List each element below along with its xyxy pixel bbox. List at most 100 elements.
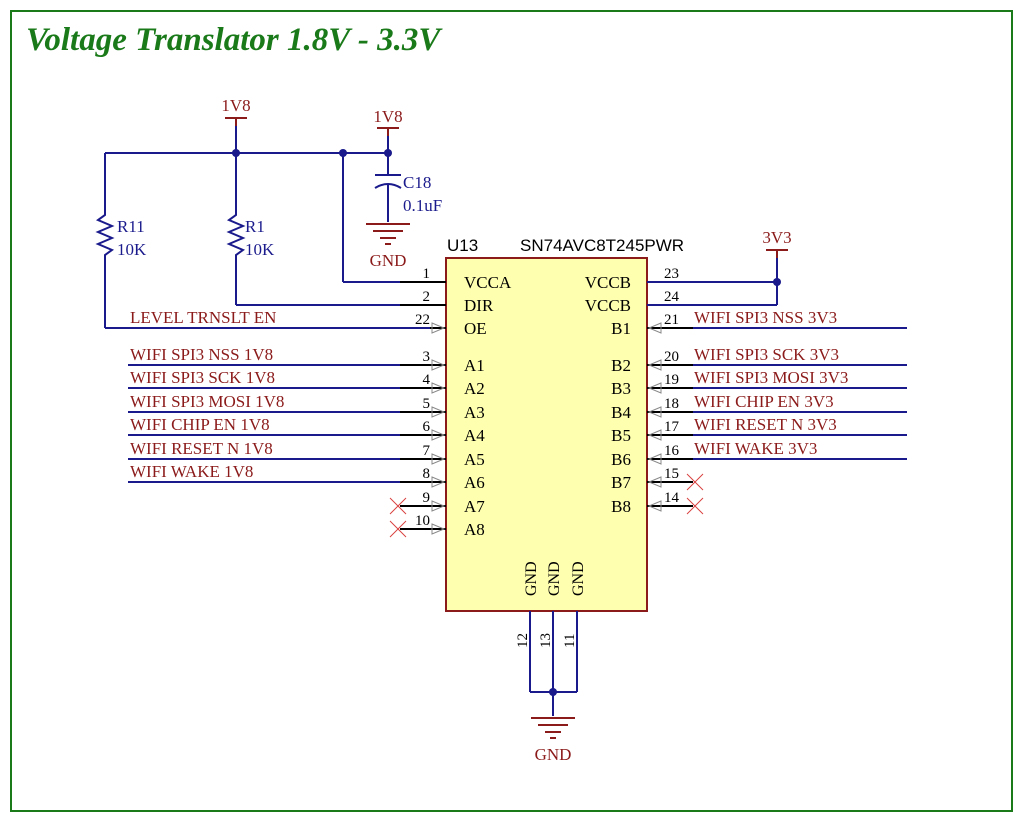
pin-name: OE [464,319,487,338]
net-label: WIFI SPI3 MOSI 3V3 [694,368,848,387]
pin-number: 18 [664,396,679,412]
svg-text:C18: C18 [403,173,431,192]
pin-number: 2 [423,289,431,305]
svg-text:10K: 10K [117,240,147,259]
net-label: WIFI WAKE 1V8 [130,462,253,481]
pin-number: 10 [415,513,430,529]
pin-number: 12 [515,633,531,648]
pin-name: A6 [464,473,485,492]
pin-name: GND [523,561,540,596]
net-label: WIFI CHIP EN 3V3 [694,392,834,411]
pin-number: 20 [664,349,679,365]
pin-name: A3 [464,403,485,422]
sheet-frame [10,10,1013,812]
svg-text:GND: GND [535,745,572,764]
ic-pin-a6: 8 A6 WIFI WAKE 1V8 [128,462,485,492]
net-label: WIFI WAKE 3V3 [694,439,817,458]
pin-name: A5 [464,450,485,469]
pin-number: 14 [664,490,680,506]
pin-number: 3 [423,349,431,365]
svg-text:10K: 10K [245,240,275,259]
resistor-r1: R1 10K [226,210,275,262]
ic-pin-gnd-13: GND 13 [538,561,563,692]
ic-pin-a1: 3 A1 WIFI SPI3 NSS 1V8 [128,345,485,375]
pin-number: 6 [423,419,431,435]
pin-number: 24 [664,289,680,305]
svg-text:GND: GND [370,251,407,270]
pin-number: 8 [423,466,431,482]
pin-name: A4 [464,426,485,445]
ic-pin-b7-15: 15 B7 [611,466,704,492]
pin-number: 23 [664,266,679,282]
pin-number: 19 [664,372,679,388]
ic-pin-oe: 22 OE LEVEL TRNSLT EN [130,308,487,338]
pin-number: 11 [562,634,578,648]
svg-text:3V3: 3V3 [762,228,791,247]
ground-symbol-ic: GND [531,717,575,764]
pin-number: 5 [423,396,431,412]
pin-name: B3 [611,379,631,398]
ic-gnd-pins: GND 12 GND 13 GND 11 [515,561,587,692]
power-flag-1v8-left: 1V8 [221,96,251,126]
pin-name: B6 [611,450,631,469]
pin-number: 9 [423,490,431,506]
pin-name: A1 [464,356,485,375]
svg-text:1V8: 1V8 [221,96,250,115]
pin-name: VCCB [585,296,631,315]
pin-number: 22 [415,312,430,328]
pin-name: VCCB [585,273,631,292]
ic-pin-vcca: 1 VCCA [400,266,512,292]
capacitor-c18: C18 0.1uF [374,173,442,215]
pin-name: B2 [611,356,631,375]
pin-number: 17 [664,419,680,435]
net-label: WIFI SPI3 SCK 1V8 [130,368,275,387]
ic-part-number: SN74AVC8T245PWR [520,236,684,255]
pin-name: B7 [611,473,631,492]
ground-symbol-cap: GND [366,223,410,270]
svg-text:R11: R11 [117,217,145,236]
power-flag-3v3: 3V3 [762,228,792,258]
ic-ground-tie [530,691,577,716]
net-label: WIFI SPI3 MOSI 1V8 [130,392,284,411]
pin-number: 15 [664,466,679,482]
svg-text:0.1uF: 0.1uF [403,196,442,215]
ic-pin-gnd-11: GND 11 [562,561,587,692]
net-label: WIFI RESET N 1V8 [130,439,273,458]
pin-number: 4 [423,372,431,388]
net-label: WIFI CHIP EN 1V8 [130,415,270,434]
pin-number: 1 [423,266,431,282]
ic-pin-b1-21: 21 B1 WIFI SPI3 NSS 3V3 [611,308,907,338]
ic-pin-a4: 6 A4 WIFI CHIP EN 1V8 [128,415,485,445]
ic-pin-a3: 5 A3 WIFI SPI3 MOSI 1V8 [128,392,485,422]
ic-pin-a2: 4 A2 WIFI SPI3 SCK 1V8 [128,368,485,398]
pin-number: 21 [664,312,679,328]
pin-number: 16 [664,443,680,459]
pin-name: B1 [611,319,631,338]
vccb-rail [647,250,778,306]
net-label: WIFI SPI3 NSS 3V3 [694,308,837,327]
net-label: LEVEL TRNSLT EN [130,308,276,327]
ic-pin-a8: 10 A8 [389,513,485,539]
sheet-title: Voltage Translator 1.8V - 3.3V [26,22,443,58]
pin-name: B5 [611,426,631,445]
ic-pin-b5-17: 17 B5 WIFI RESET N 3V3 [611,415,907,445]
net-label: WIFI SPI3 NSS 1V8 [130,345,273,364]
pin-name: GND [570,561,587,596]
pin-name: VCCA [464,273,512,292]
ic-body-u13 [445,257,648,612]
pin-number: 13 [538,633,554,648]
pin-name: GND [546,561,563,596]
resistor-r11: R11 10K [95,210,147,262]
net-label: WIFI RESET N 3V3 [694,415,837,434]
net-label: WIFI SPI3 SCK 3V3 [694,345,839,364]
pin-name: A8 [464,520,485,539]
power-flag-1v8-cap: 1V8 [373,107,403,136]
pin-name: A2 [464,379,485,398]
